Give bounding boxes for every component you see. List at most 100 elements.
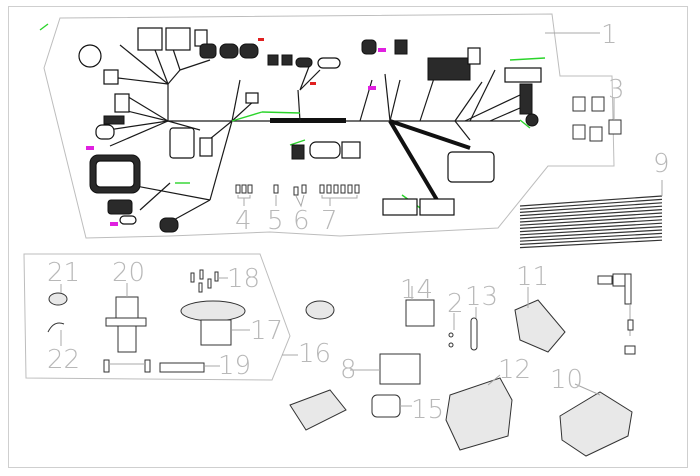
tag-red [310,82,316,85]
bundle-wire [519,205,663,217]
wire-bundle [519,195,663,249]
bundle-wire [519,202,663,213]
connector-oval-b [239,43,259,59]
screw-2b [448,342,454,348]
connector-bottom-a [382,198,418,216]
callout-3: 3 [608,75,625,105]
callout-2: 2 [447,289,464,319]
connector-round [78,44,102,68]
connector-module-11 [514,299,566,353]
callout-14: 14 [400,275,433,305]
connector-dark-c [394,39,408,55]
connector-dark-b [361,39,377,55]
loose-parts [289,273,636,457]
harness-connectors [78,27,542,233]
connector-left-c [103,115,125,125]
diagram-frame [8,6,688,468]
lock-cylinder-top [115,296,139,320]
callout-18: 18 [227,264,260,294]
connector-lower-a [107,199,133,215]
callout-17: 17 [250,316,283,346]
connector-left-a [103,69,119,85]
connector-left-d [95,124,115,140]
tag-magenta [378,48,386,52]
callout-12: 12 [498,355,531,385]
callout-5: 5 [267,206,284,236]
callout-22: 22 [47,345,80,375]
relay-14 [405,299,435,327]
connector-sq-a [267,54,279,66]
fuse-strip [519,83,533,115]
terminals-7 [319,184,360,206]
connector-center-small [199,137,213,157]
tag-magenta [368,86,376,90]
callout-15: 15 [411,395,444,425]
connector-lower-b [119,215,137,225]
terminals-6 [293,184,307,208]
horn-part [305,300,335,320]
bundle-wire [519,219,663,229]
clip-part [47,322,65,333]
relays [572,96,622,142]
battery [445,377,513,451]
callout-6: 6 [293,206,310,236]
label-pad [379,353,421,385]
trunk-sleeve [270,118,346,123]
bundle-wire [519,209,663,220]
connector-pill [295,57,313,68]
callout-16: 16 [298,339,331,369]
connector-oval-a [219,43,239,59]
screw-2a [448,332,454,338]
ignition-parts [47,269,298,373]
connector-wide [504,67,542,83]
terminals-5 [273,184,279,206]
cap-part [48,292,68,306]
callout-7: 7 [321,206,338,236]
callout-13: 13 [465,282,498,312]
connector-mid-b [291,144,305,160]
terminals [235,184,360,208]
connector-ground [525,113,539,127]
bundle-wire [519,229,663,239]
clamp-part [159,362,205,373]
screws-18 [190,269,228,293]
connector-sq-b [281,54,293,66]
tag-magenta [110,222,118,226]
tag-magenta [86,146,94,150]
sensor-lead [597,273,636,355]
callout-4: 4 [235,206,252,236]
connector-side [467,47,481,65]
callout-8: 8 [340,355,357,385]
bundle-wire [519,195,663,207]
connector-mid-d [341,141,361,159]
bundle-wire [519,215,663,226]
terminals-4 [235,184,253,206]
connector-left-b [114,93,130,113]
tag-red [258,38,264,41]
connector-ecu [447,151,495,183]
callout-1: 1 [601,20,618,50]
fuse-13 [470,317,478,351]
connector-pill-light [317,57,341,69]
ignition-group-outline [23,253,291,381]
connector-mid-a [245,92,259,104]
bundle-wire [519,222,663,233]
connector-center-big [169,127,195,159]
switch-housing [180,300,246,322]
callout-21: 21 [47,258,80,288]
harness-outline [43,13,615,239]
connector-block-b [165,27,191,51]
callout-20: 20 [112,258,145,288]
starter-relay [371,394,401,418]
connector-bottom-b [419,198,455,216]
bundle-wire [519,198,663,210]
connector-block-a [137,27,163,51]
ecu-part [559,391,633,457]
bundle-wire [519,232,663,242]
bundle-wire [519,236,663,245]
bundle-wire [519,226,663,236]
connector-mid-c [309,141,341,159]
callout-10: 10 [550,365,583,395]
callout-labels: 1 2 3 4 5 6 7 8 9 10 11 12 13 14 15 16 1… [47,20,670,425]
